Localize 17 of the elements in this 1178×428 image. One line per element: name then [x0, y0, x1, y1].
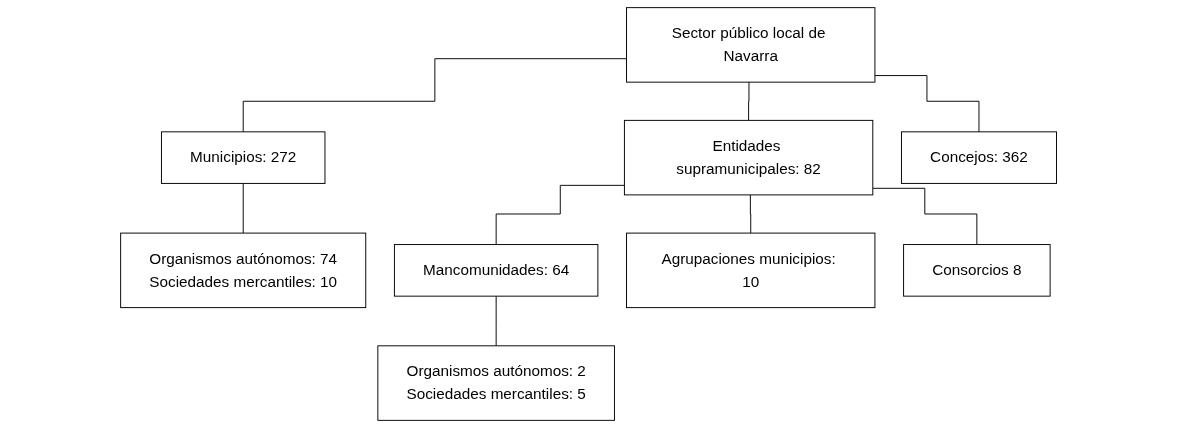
node-box: Organismos autónomos: 2 Sociedades mercantiles: 5: [377, 345, 616, 421]
connector: [496, 295, 498, 347]
node-box: Entidades supramunicipales: 82: [624, 119, 874, 196]
node-box: Concejos: 362: [901, 131, 1058, 184]
connector: [749, 194, 752, 234]
connector: [748, 81, 751, 121]
node-box: Mancomunidades: 64: [394, 244, 599, 297]
node-box: Municipios: 272: [161, 131, 326, 184]
connector: [496, 184, 626, 246]
connector: [243, 58, 628, 133]
node-box: Organismos autónomos: 74 Sociedades mercantiles: 10: [120, 232, 367, 309]
node-box: Sector público local de Navarra: [626, 7, 876, 83]
connector: [243, 182, 245, 234]
connector: [874, 75, 980, 133]
connector: [872, 187, 978, 246]
node-box: Agrupaciones municipios: 10: [626, 232, 876, 309]
node-box: Consorcios 8: [903, 244, 1051, 297]
